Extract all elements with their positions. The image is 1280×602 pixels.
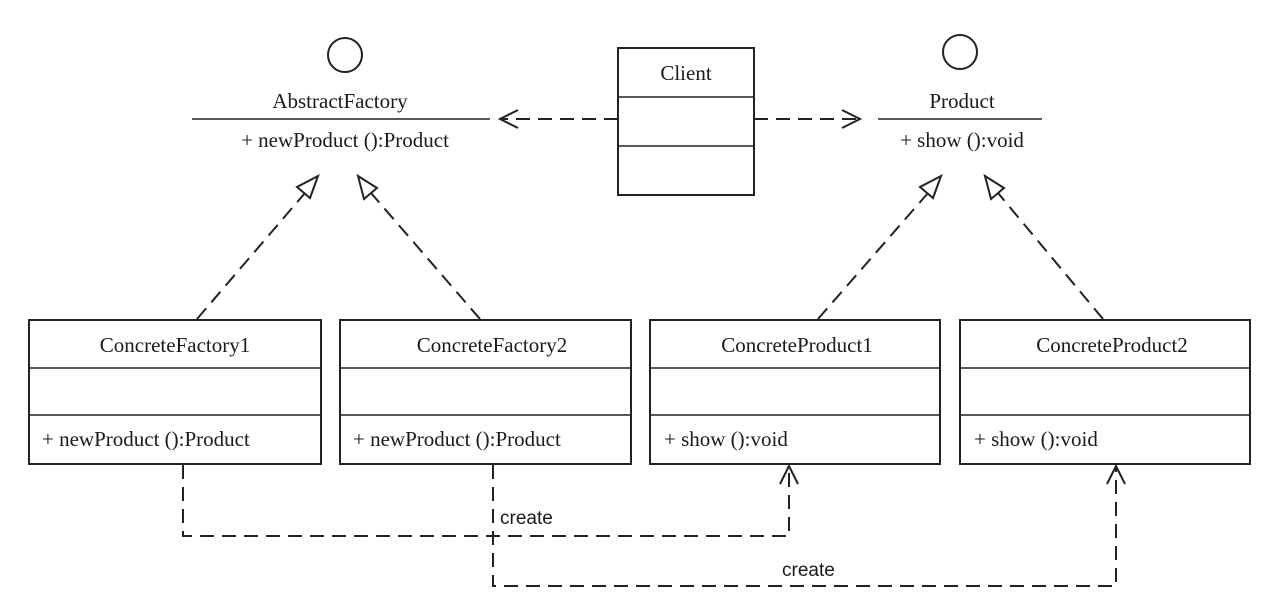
- realization-arrows: [196, 173, 1104, 320]
- create-dependencies: create create: [182, 463, 1126, 587]
- concrete-product2-name: ConcreteProduct2: [1036, 333, 1188, 357]
- concrete-factory1-name: ConcreteFactory1: [100, 333, 250, 357]
- client-name: Client: [660, 61, 711, 85]
- client-box: [617, 47, 755, 196]
- concrete-product2-box: [959, 319, 1251, 465]
- open-arrowhead-icon: [1106, 463, 1126, 485]
- concrete-product1-method: + show ():void: [664, 427, 788, 451]
- concrete-product1-box: [649, 319, 941, 465]
- product1-realizes-product: [817, 192, 929, 320]
- factory2-creates-product2: [492, 465, 1117, 587]
- concrete-factory2-box: [339, 319, 632, 465]
- hollow-triangle-icon: [295, 173, 320, 200]
- concrete-factory2-name: ConcreteFactory2: [417, 333, 567, 357]
- concrete-factory1-box: [28, 319, 322, 465]
- concrete-factory1-class: ConcreteFactory1 + newProduct ():Product: [28, 319, 322, 465]
- hollow-triangle-icon: [918, 173, 943, 200]
- concrete-product1-class: ConcreteProduct1 + show ():void: [649, 319, 941, 465]
- concrete-product1-name: ConcreteProduct1: [721, 333, 873, 357]
- interface-icon: [327, 37, 363, 73]
- concrete-factory1-method: + newProduct ():Product: [42, 427, 250, 451]
- concrete-product2-method: + show ():void: [974, 427, 1098, 451]
- client-dependency-arrows: [497, 109, 863, 129]
- interface-icon: [942, 34, 978, 70]
- factory1-realizes-abstract-factory: [196, 192, 306, 320]
- concrete-factory2-method: + newProduct ():Product: [353, 427, 561, 451]
- abstract-factory-name: AbstractFactory: [272, 89, 408, 113]
- factory2-realizes-abstract-factory: [370, 192, 481, 320]
- hollow-triangle-icon: [983, 173, 1006, 201]
- create-label-1: create: [500, 508, 553, 529]
- product-name: Product: [929, 89, 994, 113]
- concrete-factory2-class: ConcreteFactory2 + newProduct ():Product: [339, 319, 632, 465]
- abstract-factory-method: + newProduct ():Product: [241, 128, 449, 152]
- abstract-factory-interface: AbstractFactory + newProduct ():Product: [192, 37, 490, 152]
- client-class: Client: [617, 47, 755, 196]
- factory1-creates-product1: [182, 465, 790, 537]
- product-interface: Product + show ():void: [878, 34, 1042, 152]
- open-arrowhead-icon: [779, 463, 799, 485]
- hollow-triangle-icon: [356, 173, 379, 201]
- create-label-2: create: [782, 560, 835, 581]
- concrete-product2-class: ConcreteProduct2 + show ():void: [959, 319, 1251, 465]
- open-arrowhead-icon: [841, 109, 863, 129]
- open-arrowhead-icon: [497, 109, 519, 129]
- product-method: + show ():void: [900, 128, 1024, 152]
- product2-realizes-product: [997, 192, 1104, 320]
